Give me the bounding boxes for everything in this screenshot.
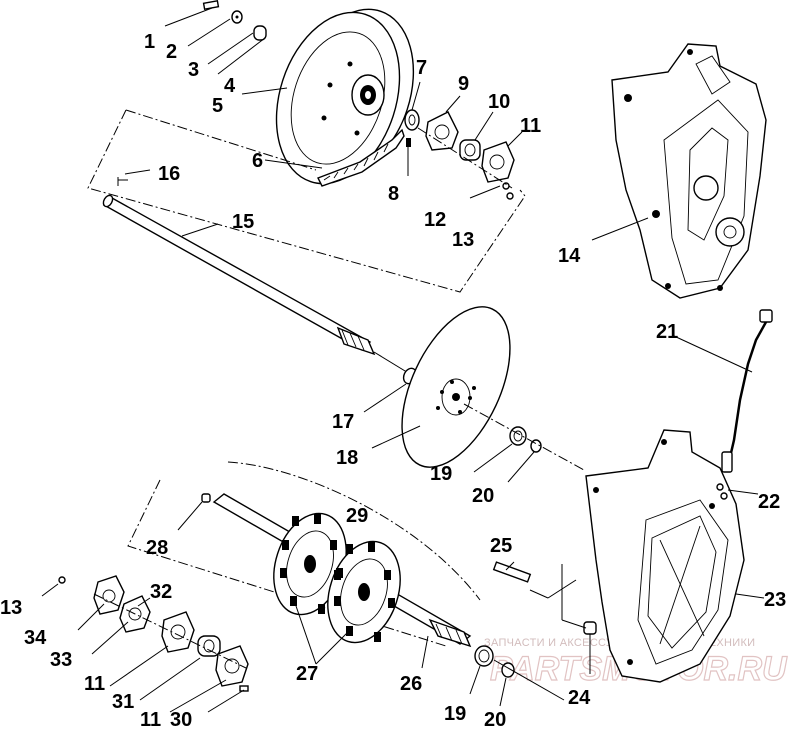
callout-34: 34: [24, 627, 47, 649]
callout-11b: 11: [84, 673, 105, 695]
drive-sprockets: [273, 512, 401, 665]
callout-29: 29: [346, 505, 368, 527]
callout-10: 10: [488, 91, 510, 113]
callout-3: 3: [188, 59, 199, 81]
pulley-bolt-washers: [164, 0, 288, 95]
callout-19b: 19: [444, 703, 466, 725]
callout-30: 30: [170, 709, 192, 729]
drive-belt: [264, 128, 405, 187]
callout-16: 16: [158, 163, 180, 185]
callout-19: 19: [430, 463, 452, 485]
callout-33: 33: [50, 649, 72, 671]
callout-23: 23: [764, 589, 786, 611]
callout-9: 9: [458, 73, 469, 95]
callout-1: 1: [144, 31, 155, 53]
callout-28: 28: [146, 537, 168, 559]
speedometer-cable: [673, 309, 773, 473]
callout-11: 11: [520, 115, 541, 137]
callout-32: 32: [150, 581, 172, 603]
callout-22: 22: [758, 491, 780, 513]
callout-17: 17: [332, 411, 354, 433]
callout-20: 20: [472, 485, 494, 507]
callout-12: 12: [424, 209, 446, 231]
callout-2: 2: [166, 41, 177, 63]
callout-14: 14: [558, 245, 581, 267]
callout-25: 25: [490, 535, 512, 557]
callout-31: 31: [112, 691, 134, 713]
callout-24: 24: [568, 687, 591, 709]
chaincase-upper: [591, 43, 767, 299]
callout-7: 7: [416, 57, 427, 79]
callout-13b: 13: [0, 597, 22, 619]
driven-shaft: [102, 169, 411, 375]
callout-15: 15: [232, 211, 254, 233]
callout-13: 13: [452, 229, 474, 251]
callout-5: 5: [212, 95, 223, 117]
bearing-flange-stack: [41, 575, 249, 713]
callout-18: 18: [336, 447, 358, 469]
brake-disc: [371, 306, 511, 468]
driven-pulley: [275, 8, 415, 185]
callout-20b: 20: [484, 709, 506, 729]
bearing-housing-parts: [404, 81, 523, 200]
callout-6: 6: [252, 150, 263, 172]
callout-4: 4: [224, 75, 236, 97]
callout-8: 8: [388, 183, 399, 205]
callout-11c: 11: [140, 709, 161, 729]
callout-26: 26: [400, 673, 422, 695]
callout-27: 27: [296, 663, 318, 685]
callout-21: 21: [656, 321, 678, 343]
chaincase-lower: [585, 429, 765, 683]
